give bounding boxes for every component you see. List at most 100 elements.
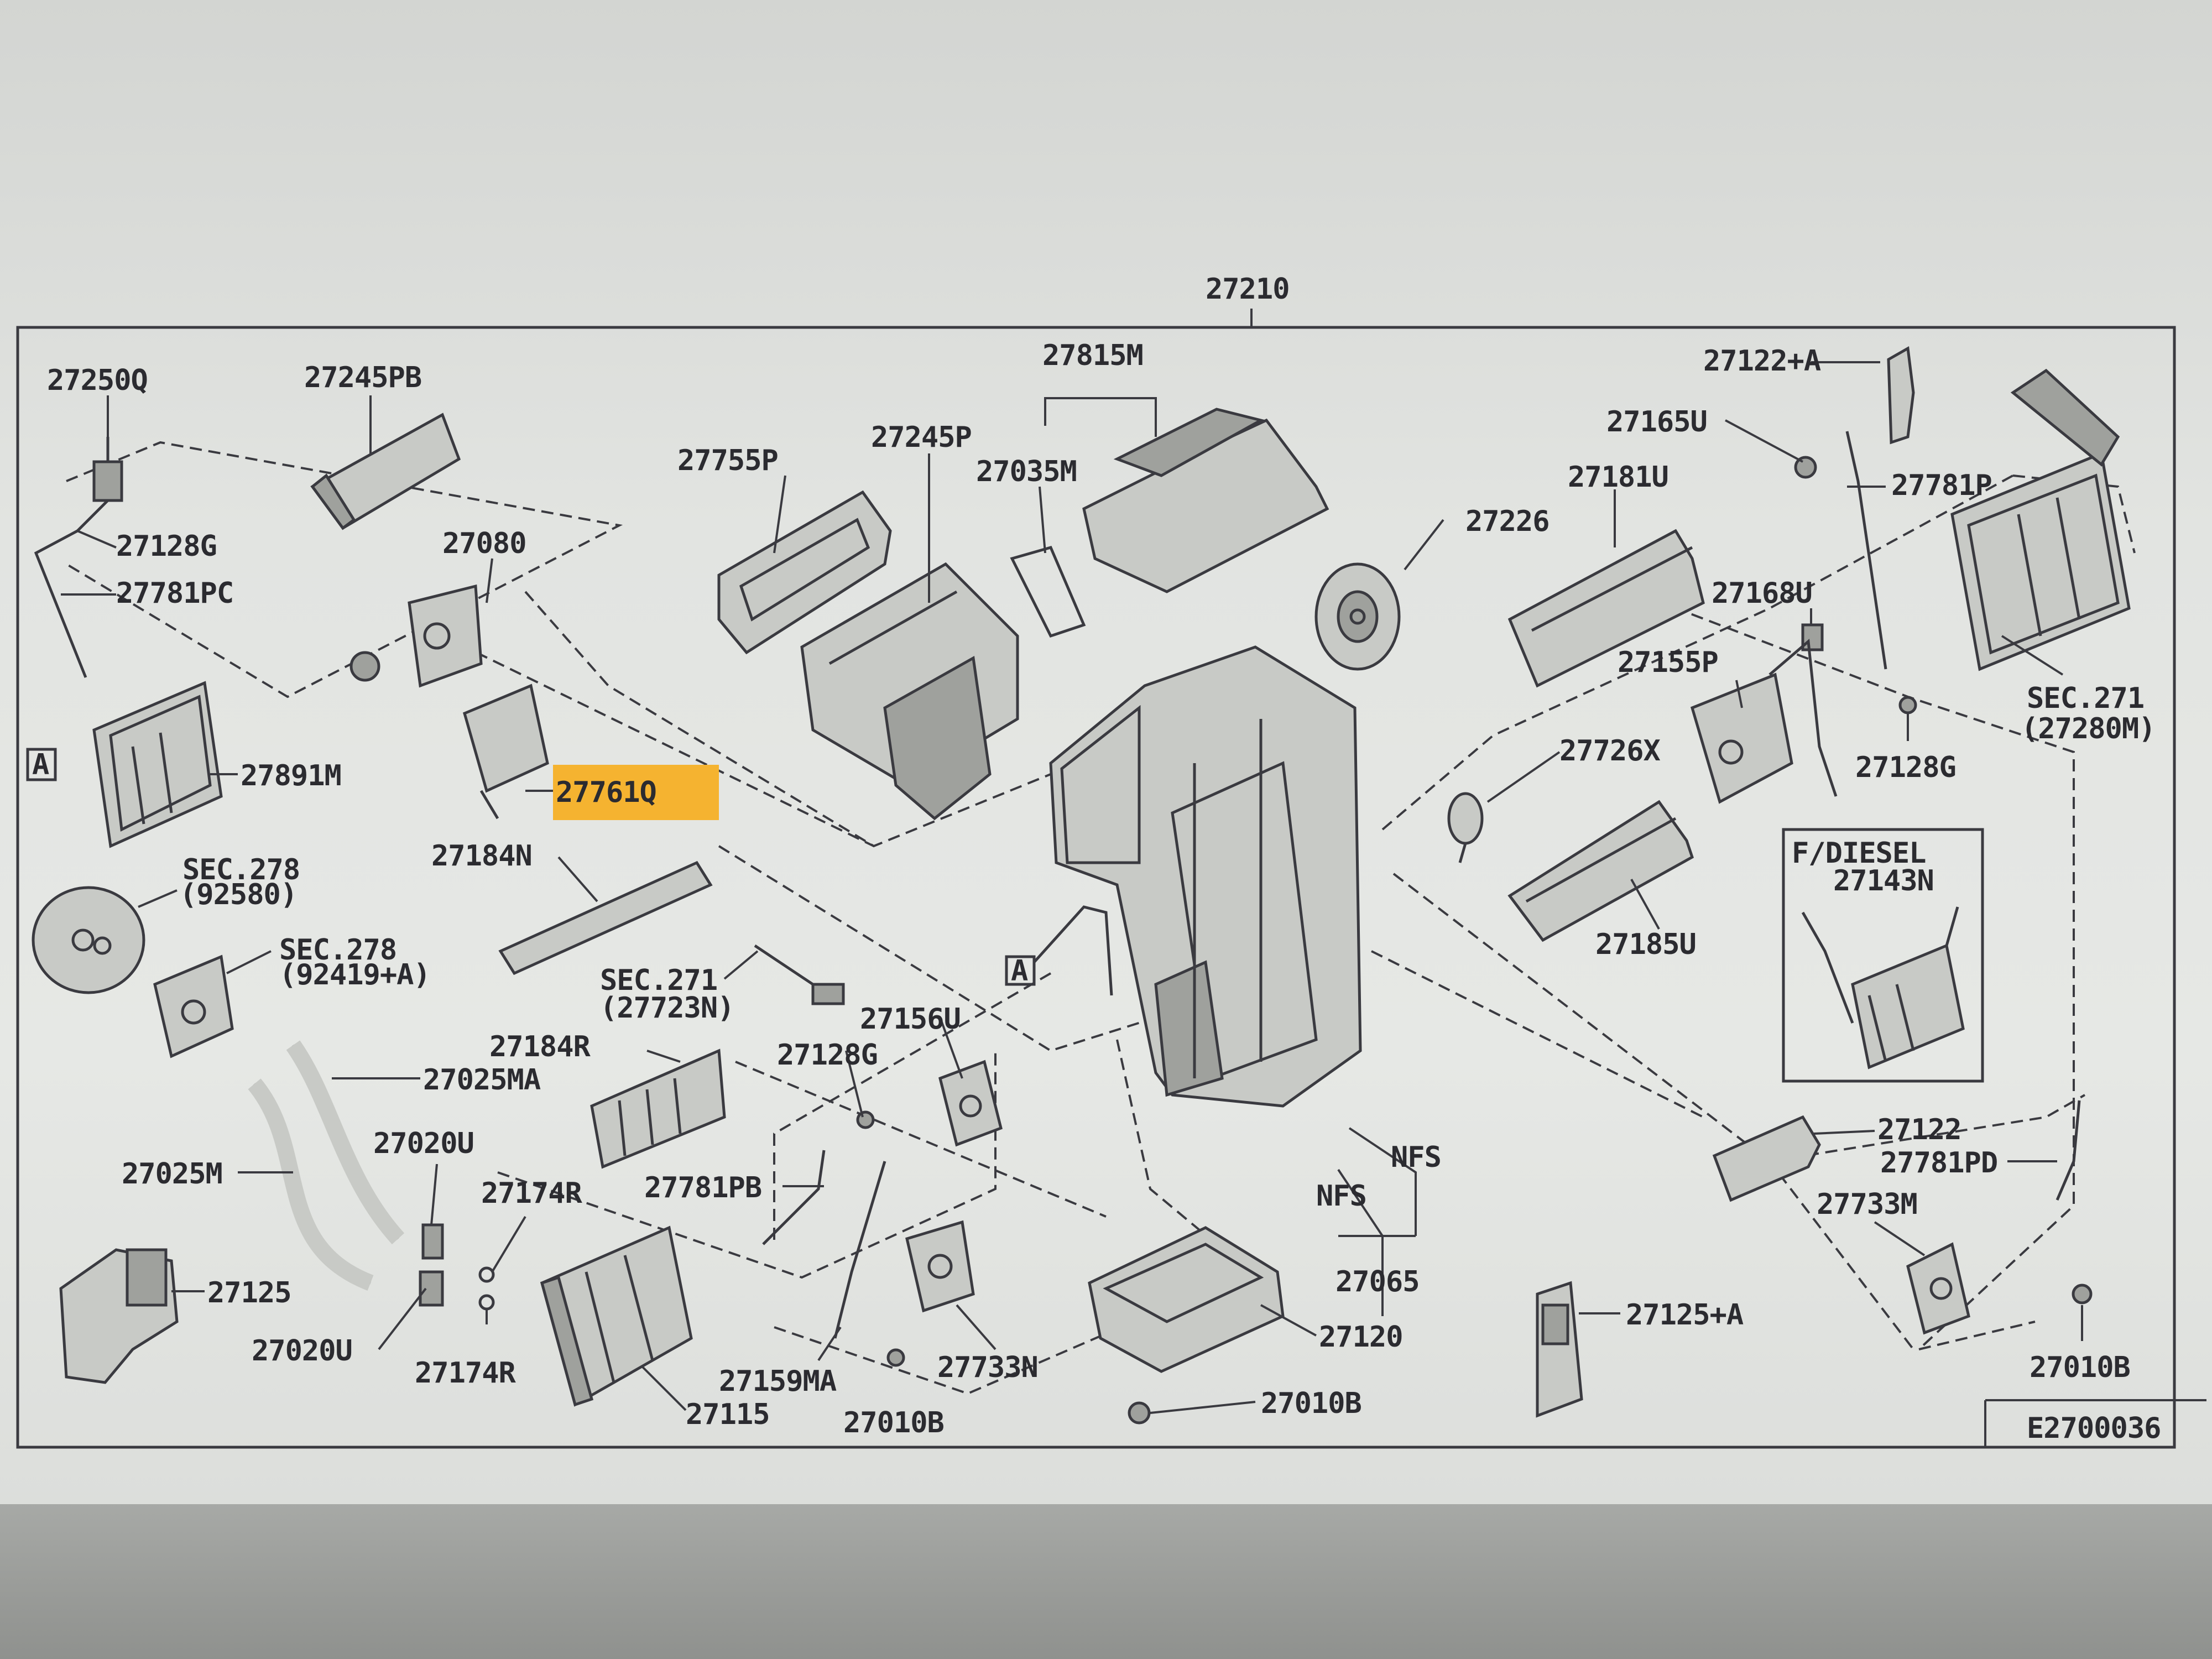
label-27159ma: 27159MA — [719, 1365, 837, 1398]
bracket-27815m — [1044, 397, 1157, 437]
ref-marker-left: A — [32, 748, 49, 781]
assembly-label: 27210 — [1206, 273, 1290, 306]
clip-27128g-right — [1898, 696, 1917, 714]
diagram-frame — [16, 326, 2176, 1449]
label-27226: 27226 — [1465, 505, 1550, 538]
duct-27185u — [1507, 800, 1694, 942]
sensor-27726x — [1447, 792, 1484, 863]
label-27781pb: 27781PB — [644, 1171, 761, 1204]
label-92580: (92580) — [180, 878, 297, 911]
hose-27025m — [248, 1078, 374, 1291]
evaporator-27280m — [1950, 368, 2131, 671]
leader-lines — [61, 361, 2083, 1414]
ref-box-left — [26, 748, 57, 781]
label-27035m: 27035M — [976, 455, 1077, 488]
bolt-27010b-right — [2072, 1284, 2093, 1305]
label-27726x: 27726X — [1559, 734, 1661, 768]
actuator-27733m — [1906, 1242, 1970, 1335]
label-sec278-a: SEC.278 — [182, 853, 300, 886]
sensor-27723n — [754, 944, 845, 1005]
duct-27815m — [1082, 408, 1329, 593]
label-nfs-b: NFS — [1316, 1180, 1366, 1213]
bolt-27010b-mid — [1128, 1401, 1151, 1425]
label-27115: 27115 — [686, 1398, 770, 1431]
case-harness — [1033, 905, 1113, 996]
label-27891m: 27891M — [241, 759, 341, 792]
label-27080: 27080 — [442, 527, 526, 560]
oring-27174r-top — [478, 1266, 495, 1283]
heater-core-27115 — [540, 1225, 693, 1407]
label-27184r: 27184R — [489, 1030, 591, 1063]
grille-27122 — [1712, 1115, 1821, 1202]
label-27143n: 27143N — [1833, 864, 1934, 898]
blower-motor-92580 — [32, 886, 145, 994]
clip-27165u — [1794, 456, 1817, 479]
clamp-27020u-top — [421, 1223, 444, 1260]
resistor-92419a — [153, 954, 234, 1058]
harness-27781p — [1845, 431, 1887, 670]
bracket-27761q — [462, 684, 549, 820]
dash-link-middle — [735, 1061, 1107, 1218]
drawing-number: E2700036 — [2027, 1412, 2161, 1445]
duct-27125a — [1536, 1281, 1583, 1418]
bolt-27010b-left — [886, 1348, 905, 1367]
sensor-27250q — [76, 437, 123, 532]
main-hvac-case — [1049, 645, 1362, 1108]
label-27010b-mid: 27010B — [1261, 1387, 1361, 1420]
strip-27184n — [498, 860, 713, 975]
label-27128g-top: 27128G — [116, 530, 217, 563]
label-27025ma: 27025MA — [423, 1063, 541, 1097]
dash-link-bolt — [1918, 1321, 2036, 1350]
harness-27781pb — [762, 1150, 826, 1245]
dash-link-hoses — [773, 972, 1052, 1244]
label-27120: 27120 — [1319, 1321, 1403, 1354]
dash-group-right — [1603, 580, 2075, 1350]
clip-27128g-mid — [856, 1110, 875, 1129]
label-27010b-right: 27010B — [2030, 1351, 2130, 1384]
heater-27143n — [1801, 906, 1965, 1070]
label-27122a-top: 27122+A — [1703, 345, 1821, 378]
actuator-27733n — [905, 1220, 975, 1313]
label-27125: 27125 — [207, 1276, 291, 1310]
dash-link-right — [1371, 950, 1704, 1118]
gasket-27035m — [1010, 545, 1086, 638]
label-92419a: (92419+A) — [279, 958, 430, 992]
oring-27174r-bottom — [478, 1294, 495, 1311]
label-27181u: 27181U — [1568, 461, 1668, 494]
nfs-leader-b — [1348, 1127, 1417, 1236]
blower-fan-27226 — [1314, 562, 1401, 671]
label-27733m: 27733M — [1817, 1188, 1917, 1221]
harness-27159ma — [833, 1161, 886, 1339]
diesel-box-title: F/DIESEL — [1792, 837, 1926, 870]
dash-link-case — [1116, 1039, 1218, 1245]
label-27020u-top: 27020U — [373, 1127, 474, 1160]
label-27010b-left: 27010B — [843, 1406, 944, 1439]
label-27761q: 27761Q — [556, 776, 656, 809]
label-27128g-right: 27128G — [1855, 751, 1956, 784]
label-27025m: 27025M — [122, 1157, 222, 1191]
label-27280m: (27280M) — [2021, 712, 2155, 745]
label-27125a: 27125+A — [1626, 1298, 1744, 1332]
label-27155p: 27155P — [1618, 646, 1718, 679]
hose-27025ma — [286, 1040, 405, 1245]
label-27245pb: 27245PB — [304, 361, 421, 394]
ref-box-center — [1005, 955, 1036, 986]
dash-group-actuator — [774, 1321, 1134, 1395]
label-27723n: (27723N) — [600, 992, 734, 1025]
dash-link-upper — [442, 635, 874, 847]
harness-27781pc — [34, 529, 87, 678]
label-27065: 27065 — [1335, 1265, 1420, 1298]
part-labels: 27250Q 27245PB 27128G 27781PC 27080 2789… — [47, 339, 2156, 1439]
ref-marker-center: A — [1011, 954, 1028, 988]
label-sec271-right: SEC.271 — [2027, 682, 2144, 715]
label-sec278-b: SEC.278 — [279, 933, 397, 967]
label-27733n: 27733N — [937, 1351, 1038, 1384]
dash-group-upper-right — [1381, 474, 2013, 831]
valve-27155p — [1690, 639, 1838, 804]
label-27815m: 27815M — [1042, 339, 1143, 372]
actuator-27156u — [938, 1060, 1003, 1147]
clamp-27020u-bottom — [419, 1270, 444, 1307]
duct-27125 — [59, 1248, 179, 1384]
intake-unit-27245p — [800, 562, 1019, 821]
